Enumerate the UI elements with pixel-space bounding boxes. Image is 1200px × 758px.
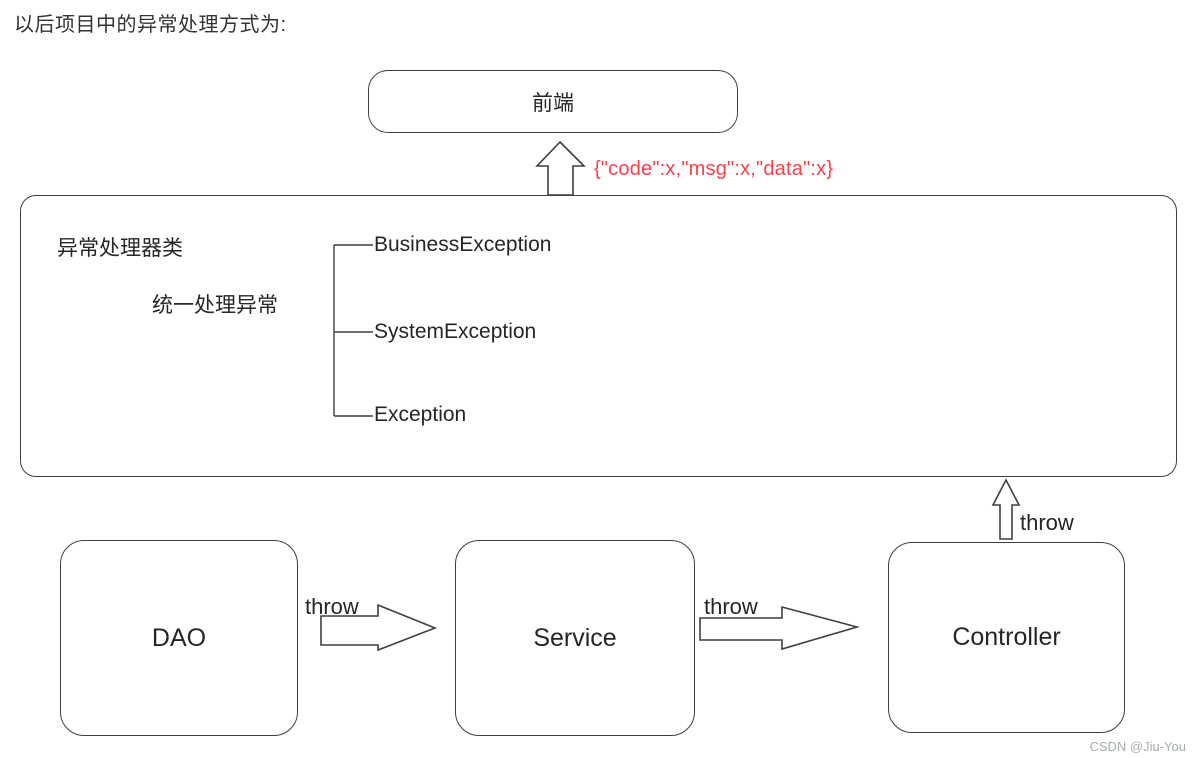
throw-label-controller-handler: throw: [1020, 510, 1074, 535]
watermark: CSDN @Jiu-You: [1089, 739, 1186, 754]
right-arrow-service-to-controller-icon: [699, 605, 860, 651]
exception-item-business-exception: BusinessException: [374, 233, 552, 256]
service-label: Service: [533, 623, 617, 652]
up-arrow-handler-to-frontend-icon: [535, 140, 586, 196]
response-json-annotation: {"code":x,"msg":x,"data":x}: [594, 158, 834, 180]
dao-label: DAO: [151, 623, 207, 652]
handler-title: 异常处理器类: [57, 237, 183, 260]
right-arrow-dao-to-service-icon: [320, 603, 438, 652]
exception-handler-box: [20, 195, 1177, 477]
handler-subtitle: 统一处理异常: [152, 294, 278, 317]
exception-item-exception: Exception: [374, 403, 467, 426]
dao-box: DAO: [60, 540, 298, 736]
throw-label-dao-service: throw: [305, 594, 359, 619]
controller-label: Controller: [952, 623, 1061, 651]
page-title: 以后项目中的异常处理方式为:: [14, 14, 287, 36]
exception-item-system-exception: SystemException: [374, 320, 537, 343]
controller-box: Controller: [888, 542, 1125, 733]
throw-label-service-controller: throw: [704, 594, 758, 619]
frontend-label: 前端: [532, 91, 574, 115]
up-arrow-controller-to-handler-icon: [991, 478, 1021, 540]
service-box: Service: [455, 540, 695, 736]
frontend-box: 前端: [368, 70, 738, 133]
exception-tree-bracket: [333, 244, 373, 417]
